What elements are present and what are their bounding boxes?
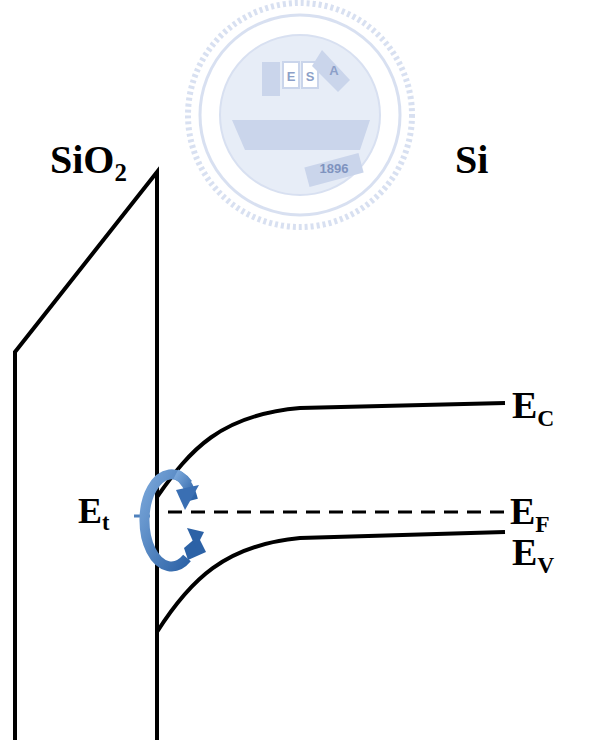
band-label: EF	[510, 492, 550, 530]
band-label: Et	[78, 493, 109, 529]
watermark-text: A	[329, 64, 338, 77]
watermark-text: E	[287, 70, 296, 83]
band-label: EV	[512, 533, 554, 571]
watermark-text: 1896	[320, 162, 349, 175]
energy-bands	[157, 403, 505, 632]
watermark-text: S	[306, 70, 315, 83]
watermark-logo	[188, 3, 412, 227]
band-label: EC	[512, 386, 554, 424]
band-label: Si	[455, 140, 488, 180]
capture-emission-arrows	[144, 474, 206, 566]
band-label: SiO2	[50, 140, 127, 180]
oxide-layer	[15, 172, 157, 740]
